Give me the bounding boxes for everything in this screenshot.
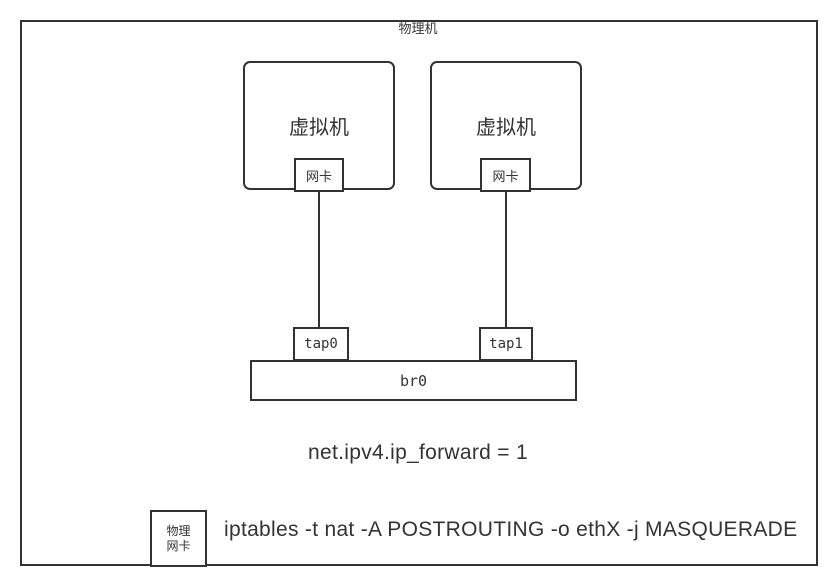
bridge-br0-box: br0	[250, 360, 577, 401]
tap1-label: tap1	[489, 336, 523, 352]
physical-host-box	[20, 20, 818, 566]
tap0-box: tap0	[293, 327, 349, 361]
physical-host-label: 物理机	[398, 21, 438, 36]
tap1-box: tap1	[479, 327, 533, 361]
tap0-label: tap0	[304, 336, 338, 352]
physical-nic-label-line2: 网卡	[166, 538, 191, 553]
vm2-nic-box: 网卡	[480, 158, 531, 192]
bridge-br0-label: br0	[399, 371, 428, 390]
sysctl-ip-forward-text: net.ipv4.ip_forward = 1	[308, 441, 528, 464]
connector-nic2-tap1	[505, 191, 507, 328]
vm2-nic-label: 网卡	[492, 168, 519, 184]
iptables-masquerade-text: iptables -t nat -A POSTROUTING -o ethX -…	[224, 518, 798, 541]
vm2-label: 虚拟机	[476, 117, 536, 139]
vm1-nic-label: 网卡	[305, 168, 332, 184]
physical-nic-label-line1: 物理	[166, 523, 191, 538]
physical-nic-box: 物理 网卡	[150, 510, 207, 567]
connector-nic1-tap0	[318, 191, 320, 328]
vm1-nic-box: 网卡	[294, 158, 344, 192]
vm1-label: 虚拟机	[289, 117, 349, 139]
